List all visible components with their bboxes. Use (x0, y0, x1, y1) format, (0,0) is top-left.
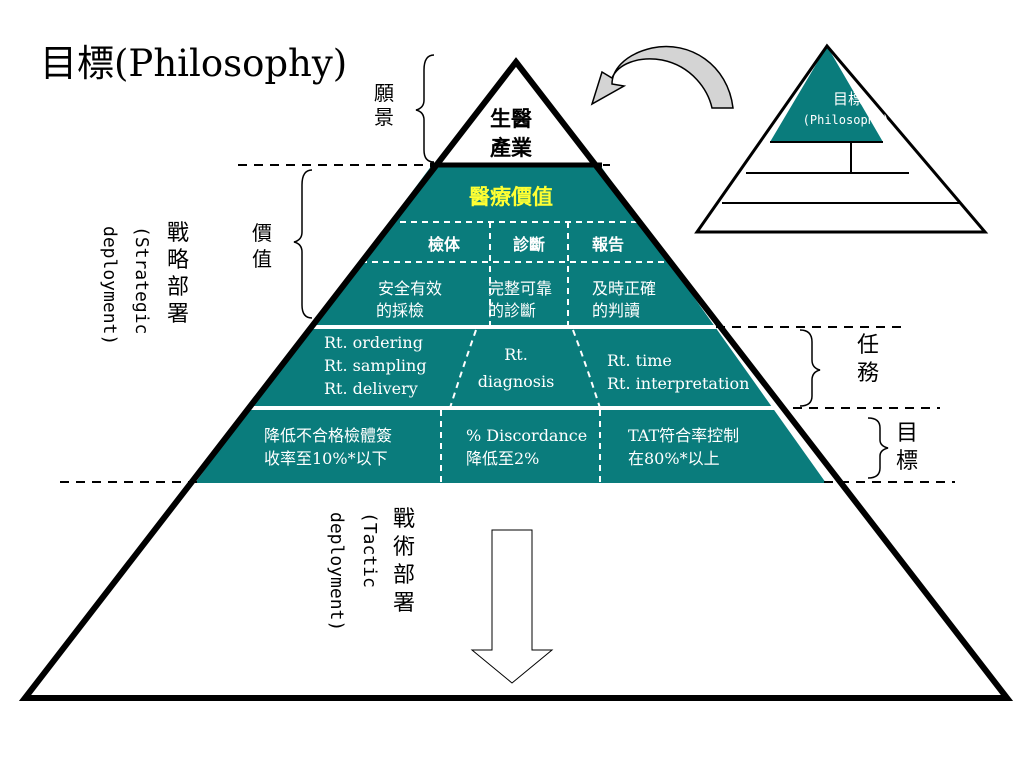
side-label-goal: 目標 (896, 421, 918, 474)
task-cell-1-line-1: Rt. ordering (324, 333, 423, 352)
value-cell-3-line-2: 的判讀 (592, 301, 640, 320)
value-cell-1-line-1: 安全有效 (378, 279, 442, 298)
brace-task (799, 329, 821, 407)
brace-vision (415, 54, 435, 163)
side-label-vision: 願景 (374, 81, 394, 129)
inner-dividers (350, 221, 668, 482)
apex-line-2: 產業 (490, 136, 533, 160)
mini-pyramid-sublabel: (Philosophy) (803, 113, 890, 127)
side-label-strategic-en-2: deployment) (99, 226, 120, 345)
curved-arrow-icon (590, 45, 734, 109)
side-label-value: 價值 (252, 221, 272, 271)
goal-cell-1-line-1: 降低不合格檢體簽 (264, 426, 392, 445)
down-arrow-icon (470, 529, 554, 684)
task-cell-2-line-2: diagnosis (478, 372, 555, 391)
value-column-specimen: 檢体 (428, 235, 461, 254)
value-header: 醫療價值 (469, 185, 553, 209)
side-label-tactic-en-1: (Tactic (359, 512, 380, 588)
side-label-strategic-cn: 戰略部署 (167, 221, 189, 327)
task-cell-1-line-3: Rt. delivery (324, 379, 418, 398)
value-cell-2-line-2: 的診斷 (488, 301, 536, 320)
goal-cell-3-line-2: 在80%*以上 (628, 449, 720, 468)
value-column-report: 報告 (592, 235, 624, 254)
goal-cell-2-line-1: % Discordance (466, 426, 587, 445)
task-cell-3-line-1: Rt. time (607, 351, 672, 370)
brace-value (293, 169, 313, 319)
pyramid-outline (18, 57, 1014, 701)
value-cell-3-line-1: 及時正確 (592, 279, 656, 298)
side-label-tactic-cn: 戰術部署 (393, 507, 415, 616)
mini-pyramid (694, 43, 989, 234)
brace-goal (867, 417, 889, 479)
apex-line-1: 生醫 (490, 107, 532, 131)
task-cell-2-line-1: Rt. (504, 345, 528, 364)
side-label-tactic-en-2: deployment) (326, 512, 347, 631)
side-label-task: 任務 (857, 333, 879, 386)
page-title: 目標(Philosophy) (40, 42, 347, 85)
goal-cell-2-line-2: 降低至2% (466, 449, 539, 468)
goal-cell-3-line-1: TAT符合率控制 (628, 426, 739, 445)
value-column-diagnosis: 診斷 (513, 235, 545, 254)
value-cell-1-line-2: 的採檢 (376, 301, 424, 320)
value-cell-2-line-1: 完整可靠 (488, 279, 552, 298)
goal-cell-1-line-2: 收率至10%*以下 (264, 449, 388, 468)
dashed-guides (60, 164, 955, 483)
side-label-strategic-en-1: (Strategic (131, 226, 152, 334)
task-cell-3-line-2: Rt. interpretation (607, 374, 749, 393)
mini-pyramid-label: 目標 (833, 90, 863, 108)
task-cell-1-line-2: Rt. sampling (324, 356, 427, 375)
teal-band (195, 165, 826, 483)
